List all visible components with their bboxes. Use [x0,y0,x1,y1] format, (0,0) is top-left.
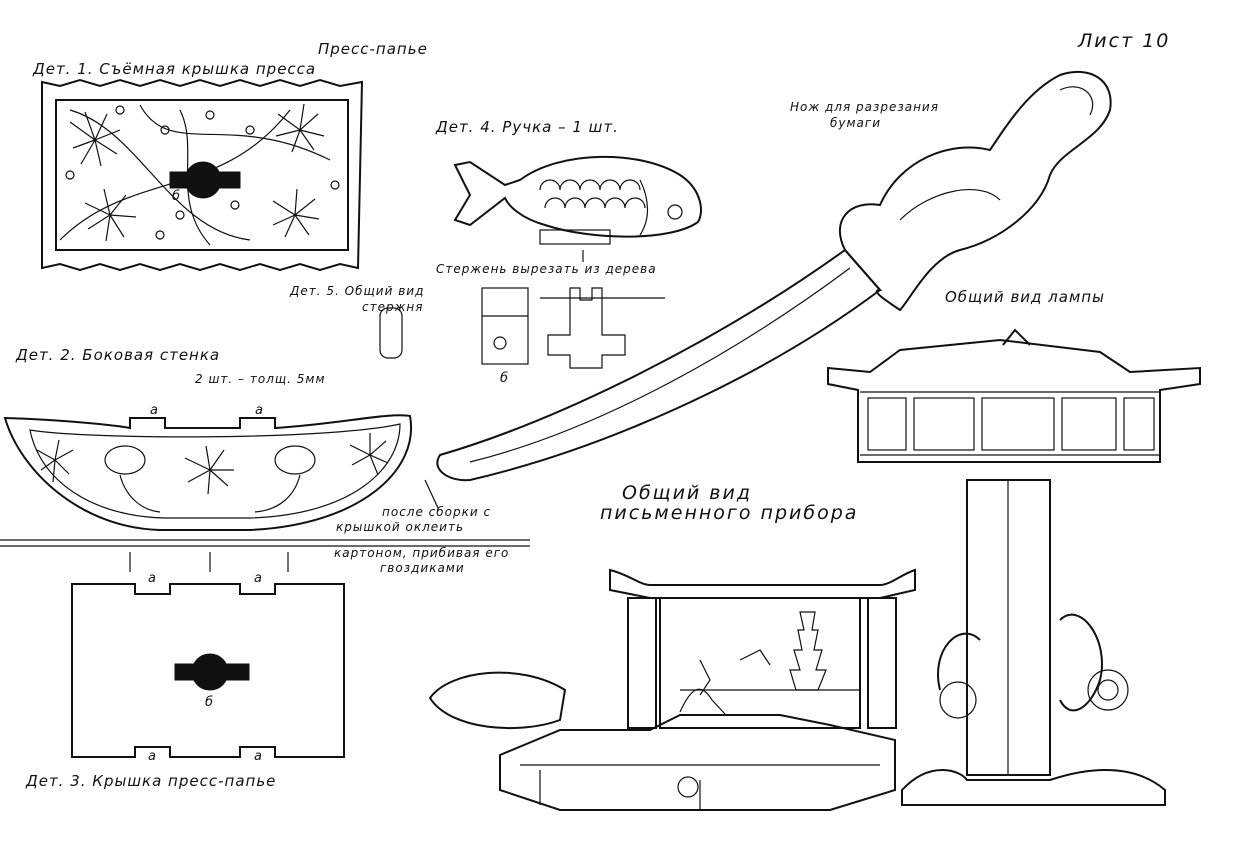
fish-handle-drawing [453,155,702,262]
press-lid-mark-a3: а [148,749,156,764]
glue-note-line2: крышкой оклеить [336,520,465,534]
rod-drawing: б [379,287,665,386]
glue-note-line4: гвоздиками [380,561,465,575]
lid-mark-b: б [172,189,180,204]
side-wall-mark-a2: а [255,403,263,418]
press-lid-drawing: б а а а а [71,571,345,764]
det2-sub-label: 2 шт. – толщ. 5мм [195,372,326,386]
det5-label-line2: стержня [362,300,424,314]
rod-note: Стержень вырезать из дерева [436,262,657,276]
press-lid-mark-a4: а [254,749,262,764]
glue-note-line1: после сборки с [382,505,492,519]
set-label-line2: письменного прибора [600,502,859,524]
knife-label-line1: Нож для разрезания [790,100,939,114]
paper-knife-drawing [436,70,1112,482]
det2-label: Дет. 2. Боковая стенка [16,346,221,364]
knife-label-line2: бумаги [830,116,882,130]
press-lid-mark-a1: а [148,571,156,586]
press-title: Пресс-папье [318,40,428,58]
side-wall-mark-a1: а [150,403,158,418]
det4-label: Дет. 4. Ручка – 1 шт. [436,118,619,136]
writing-set-drawing [428,568,916,811]
det3-label: Дет. 3. Крышка пресс-папье [26,772,277,790]
glue-note-line3: картоном, прибивая его [334,546,510,560]
rod-mark-b: б [500,371,508,386]
lamp-drawing [827,328,1201,806]
press-lid-mark-a2: а [254,571,262,586]
lid-panel-drawing: б [41,78,364,272]
det5-label-line1: Дет. 5. Общий вид [290,284,425,298]
sheet-number: Лист 10 [1078,30,1171,52]
press-lid-mark-b: б [205,695,213,710]
lamp-label: Общий вид лампы [945,288,1105,306]
det1-label: Дет. 1. Съёмная крышка пресса [33,60,317,78]
set-label-line1: Общий вид [622,482,752,504]
side-wall-drawing: а а [0,403,530,572]
